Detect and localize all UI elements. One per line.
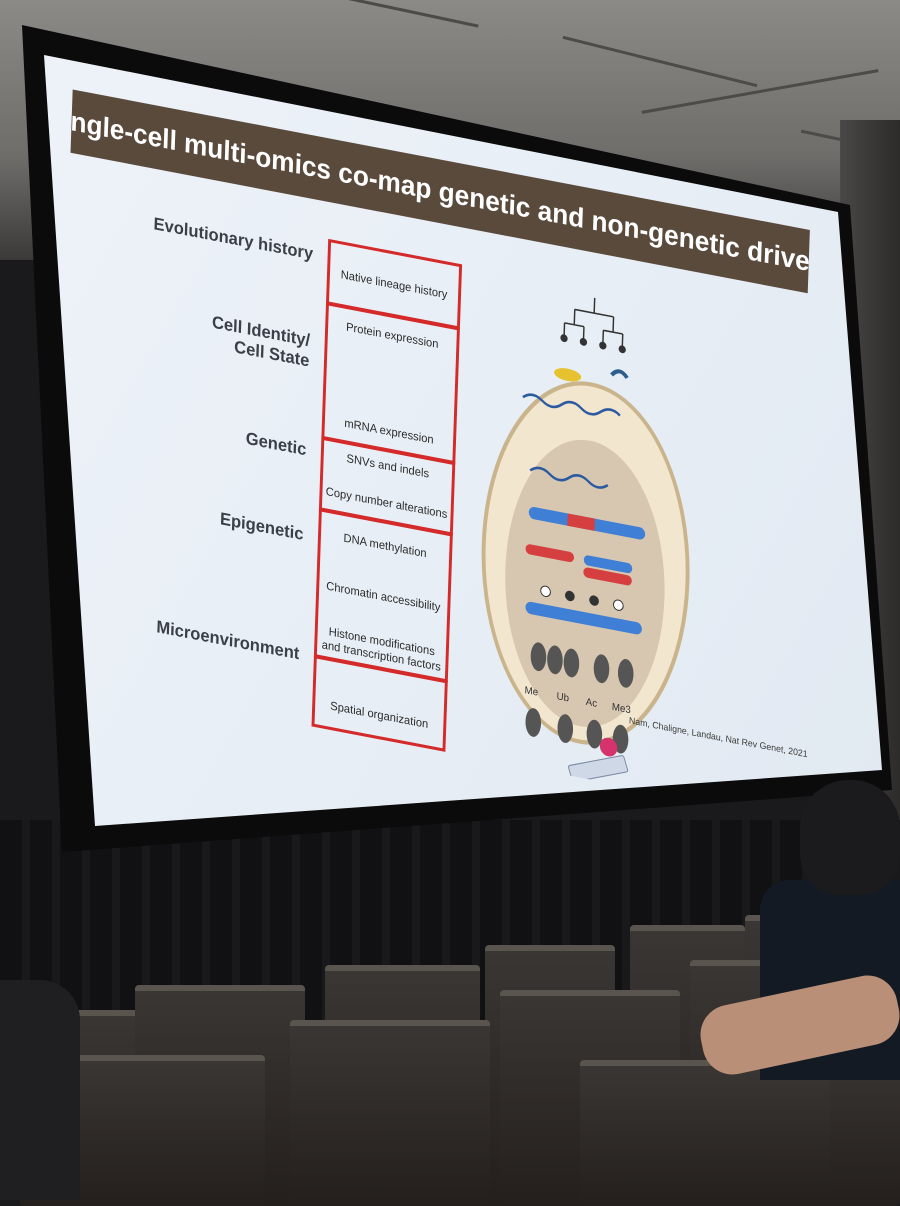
audience-member-head	[800, 780, 900, 895]
ceiling-seam	[562, 35, 758, 88]
chair	[580, 1060, 830, 1206]
surface-protein-icon	[554, 368, 629, 382]
methylation-icon	[525, 585, 642, 635]
svg-text:Me3: Me3	[612, 702, 632, 717]
audience-member-left	[0, 980, 80, 1200]
label-epigenetic: Epigenetic	[219, 508, 304, 545]
svg-text:Ub: Ub	[556, 691, 569, 705]
mutation-marker	[567, 513, 595, 531]
svg-text:Ac: Ac	[586, 697, 598, 710]
rna-strand-icon	[529, 466, 609, 489]
nucleosome-icon	[530, 642, 634, 688]
chair	[290, 1020, 490, 1206]
label-microenvironment: Microenvironment	[156, 616, 300, 664]
histone-marks: Me Ub Ac Me3	[524, 685, 631, 716]
ceiling-seam	[641, 69, 879, 114]
chromosome-icon	[525, 544, 633, 586]
slide-content: Single-cell multi-omics co-map genetic a…	[44, 70, 841, 783]
label-cell-identity: Cell Identity/ Cell State	[211, 312, 311, 371]
svg-text:Me: Me	[524, 685, 538, 699]
lineage-tree-icon	[560, 297, 626, 354]
label-evolutionary-history: Evolutionary history	[153, 213, 314, 264]
cell-illustration: Me Ub Ac Me3	[481, 297, 690, 783]
slide-chip-icon	[567, 755, 629, 783]
ceiling-seam	[321, 0, 479, 28]
histone-nucleosome-icon	[525, 708, 629, 757]
label-genetic: Genetic	[245, 428, 307, 460]
mrna-strand-icon	[522, 393, 621, 417]
